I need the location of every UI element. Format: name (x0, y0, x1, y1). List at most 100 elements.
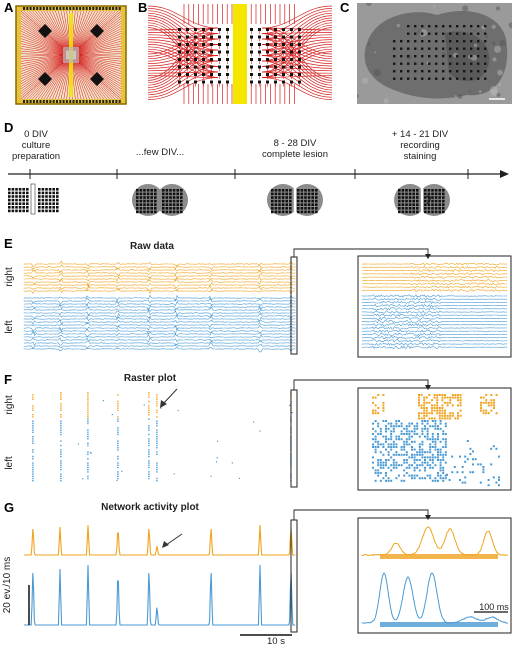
chip-lead (20, 56, 67, 70)
raster-zoom-spike (395, 461, 398, 464)
raster-zoom-spike (413, 469, 416, 472)
timeline-electrode (172, 210, 176, 214)
raster-zoom-spike (416, 474, 419, 477)
raster-zoom-spike (418, 399, 420, 402)
raster-zoom-spike (426, 435, 429, 438)
raster-spike (148, 414, 150, 416)
raster-zoom-spike (474, 458, 477, 461)
raster-zoom-spike (392, 459, 395, 461)
raster-zoom-spike (387, 446, 390, 448)
raster-zoom-spike (434, 420, 437, 422)
raster-spike (117, 407, 119, 409)
network-trace (24, 564, 296, 626)
electrode-site (218, 80, 221, 84)
raster-spike (32, 396, 34, 398)
micrograph-electrode (484, 25, 487, 28)
chip-pad (102, 100, 105, 103)
timeline-electrode (398, 196, 401, 199)
timeline-electrode (281, 199, 285, 203)
timeline-electrode (304, 192, 307, 196)
timeline-electrode (307, 196, 311, 199)
timeline-electrode (300, 189, 304, 192)
raster-sporadic-spike (259, 430, 261, 432)
micrograph-electrode (407, 32, 410, 35)
timeline-electrode (424, 196, 427, 199)
micrograph-electrode (435, 40, 438, 43)
layout-lead-right (261, 60, 332, 93)
electrode-site (218, 65, 221, 69)
raster-spike (60, 405, 62, 407)
raster-zoom-spike (385, 435, 387, 438)
timeline-electrode (278, 207, 281, 210)
raster-spike (32, 464, 34, 466)
micrograph-electrode (407, 40, 410, 43)
chip-pad (98, 7, 101, 10)
raster-zoom-spike (459, 414, 462, 417)
timeline-electrode (18, 191, 22, 195)
chip-pad (79, 7, 82, 10)
chip-lead (75, 55, 122, 60)
raster-spike (60, 455, 62, 458)
timeline-electrode (180, 189, 183, 192)
timeline-electrode (416, 189, 419, 192)
timeline-electrode (442, 203, 445, 206)
raster-zoom-spike (441, 417, 444, 420)
raster-spike (87, 414, 89, 416)
raw-zoom-trace (361, 320, 508, 324)
raster-zoom-spike (437, 448, 439, 451)
raster-zoom-spike (392, 430, 395, 433)
raster-zoom-spike (446, 396, 449, 399)
timeline-electrode (281, 196, 285, 199)
electrode-site (210, 58, 213, 61)
raster-zoom-spike (423, 399, 426, 402)
raster-zoom-spike (416, 422, 419, 425)
raster-sporadic-spike (121, 470, 123, 472)
raster-zoom-spike (413, 477, 416, 480)
raster-spike (156, 403, 158, 405)
timeline-electrode (278, 196, 281, 199)
raster-zoom-spike (416, 466, 419, 469)
timeline-electrode (405, 189, 408, 192)
raster-annotation-arrow (162, 388, 178, 405)
chip-lead (46, 10, 69, 51)
raster-spike (148, 471, 150, 473)
timeline-electrode (431, 196, 434, 199)
timeline-electrode (289, 203, 292, 206)
raster-zoom-spike (444, 401, 446, 404)
timeline-electrode (427, 196, 431, 199)
timeline-electrode (408, 189, 412, 192)
chip-lead (75, 57, 122, 82)
timeline-electrode (300, 196, 304, 199)
micrograph-electrode (428, 55, 431, 58)
electrode-site (210, 35, 213, 39)
chip-lead (74, 59, 105, 100)
raster-zoom-spike (385, 472, 387, 474)
raster-spike (32, 398, 34, 400)
raw-trace (23, 309, 296, 317)
raster-zoom-spike (395, 435, 398, 438)
raster-zoom-spike (377, 412, 380, 415)
raw-trace (23, 272, 296, 280)
raster-spike (32, 471, 34, 473)
micrograph-electrode (449, 47, 452, 50)
raster-zoom-spike (390, 443, 393, 446)
timeline-electrode (11, 209, 15, 213)
micrograph-electrode (407, 25, 410, 28)
raw-trace (24, 312, 296, 320)
timeline-electrode (176, 203, 179, 206)
layout-lead-right (261, 38, 332, 84)
micrograph-electrode (463, 62, 466, 65)
raster-spike (156, 429, 158, 431)
chip-lead (74, 10, 105, 51)
recordings-panels: Raw data Raster plot Network activity pl… (2, 241, 512, 646)
raster-zoom-spike (466, 440, 469, 442)
raster-zoom-spike (372, 446, 374, 448)
raster-spike (60, 453, 62, 455)
timeline-electrode (38, 206, 41, 209)
raster-zoom-spike (400, 446, 403, 448)
electrode-site (186, 35, 189, 39)
raster-zoom-spike (444, 409, 446, 412)
timeline-electrode (274, 189, 278, 192)
raster-zoom-spike (398, 425, 400, 428)
raster-zoom-spike (442, 456, 445, 459)
